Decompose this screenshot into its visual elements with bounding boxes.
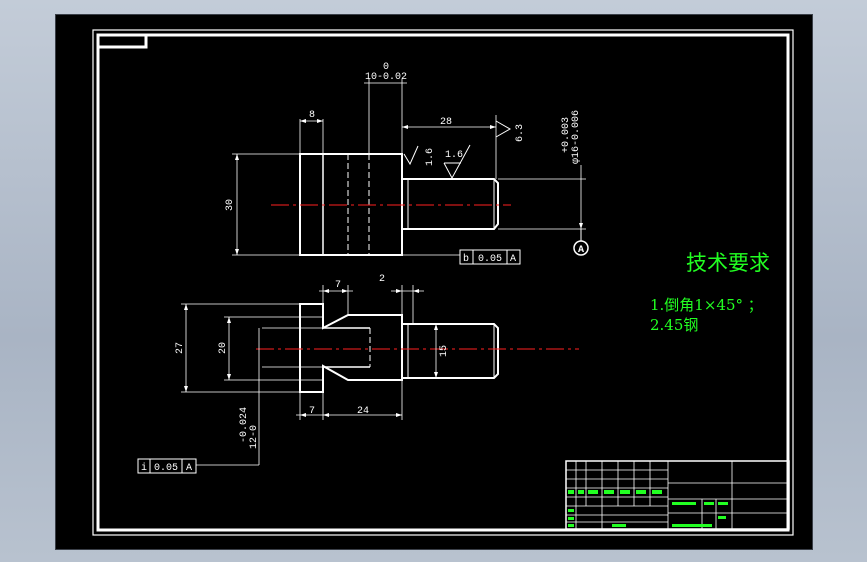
dim-tol-lower: -0.024 (239, 407, 250, 443)
dim-8: 8 (309, 110, 315, 121)
dim-30: 30 (225, 199, 236, 211)
feature-frame-b: b 0.05 A (459, 249, 521, 265)
feature-frame-i: i 0.05 A (137, 458, 197, 474)
cad-viewport[interactable]: A b 0.05 A 8 0 10-0.02 28 30 1.6 1.6 6.3… (55, 14, 813, 550)
dim-12: 12-0 (249, 425, 260, 449)
dim-top-7: 7 (335, 280, 341, 291)
requirements-title: 技术要求 (686, 251, 770, 275)
frame-b-datum: A (510, 254, 516, 265)
rough-3: 6.3 (515, 124, 526, 142)
dim-bot-7: 7 (309, 406, 315, 417)
front-view-shaft (401, 323, 499, 379)
sheet-inner-border (96, 33, 790, 532)
front-view-arrows (184, 289, 438, 417)
dim-27: 27 (175, 342, 186, 354)
dim-15: 15 (439, 345, 450, 357)
frame-i-symbol: i (141, 462, 147, 474)
engineering-drawing: A b 0.05 A 8 0 10-0.02 28 30 1.6 1.6 6.3… (92, 29, 794, 536)
sheet-outer-border (92, 29, 794, 536)
requirement-1: 1.倒角1×45° ； (650, 296, 763, 314)
title-block-markings (568, 490, 728, 527)
top-view-dimension-lines (232, 79, 586, 256)
frame-b-value: 0.05 (478, 254, 502, 265)
top-view-shaft (401, 178, 499, 230)
corner-tab (98, 35, 148, 49)
roughness-symbols (403, 120, 512, 180)
diam-main: φ16-0.006 (571, 110, 582, 164)
dim-10: 10-0.02 (365, 72, 407, 83)
dim-20: 20 (218, 342, 229, 354)
dim-top-2: 2 (379, 274, 385, 285)
title-block (565, 460, 790, 530)
frame-i-datum: A (186, 463, 192, 474)
diam-tol-upper: +0.003 (561, 117, 572, 153)
rough-2: 1.6 (445, 150, 463, 161)
front-view (299, 303, 499, 393)
dim-tol-upper: 0 (383, 62, 389, 73)
datum-a-label: A (578, 245, 584, 256)
rough-1: 1.6 (425, 148, 436, 166)
dim-28: 28 (440, 117, 452, 128)
front-view-dimension-lines (181, 285, 437, 466)
datum-a (573, 229, 589, 256)
frame-b-symbol: b (463, 253, 469, 265)
frame-i-value: 0.05 (154, 463, 178, 474)
dim-bot-24: 24 (357, 406, 369, 417)
requirement-2: 2.45钢 (650, 316, 698, 334)
top-view-arrows (235, 119, 583, 255)
